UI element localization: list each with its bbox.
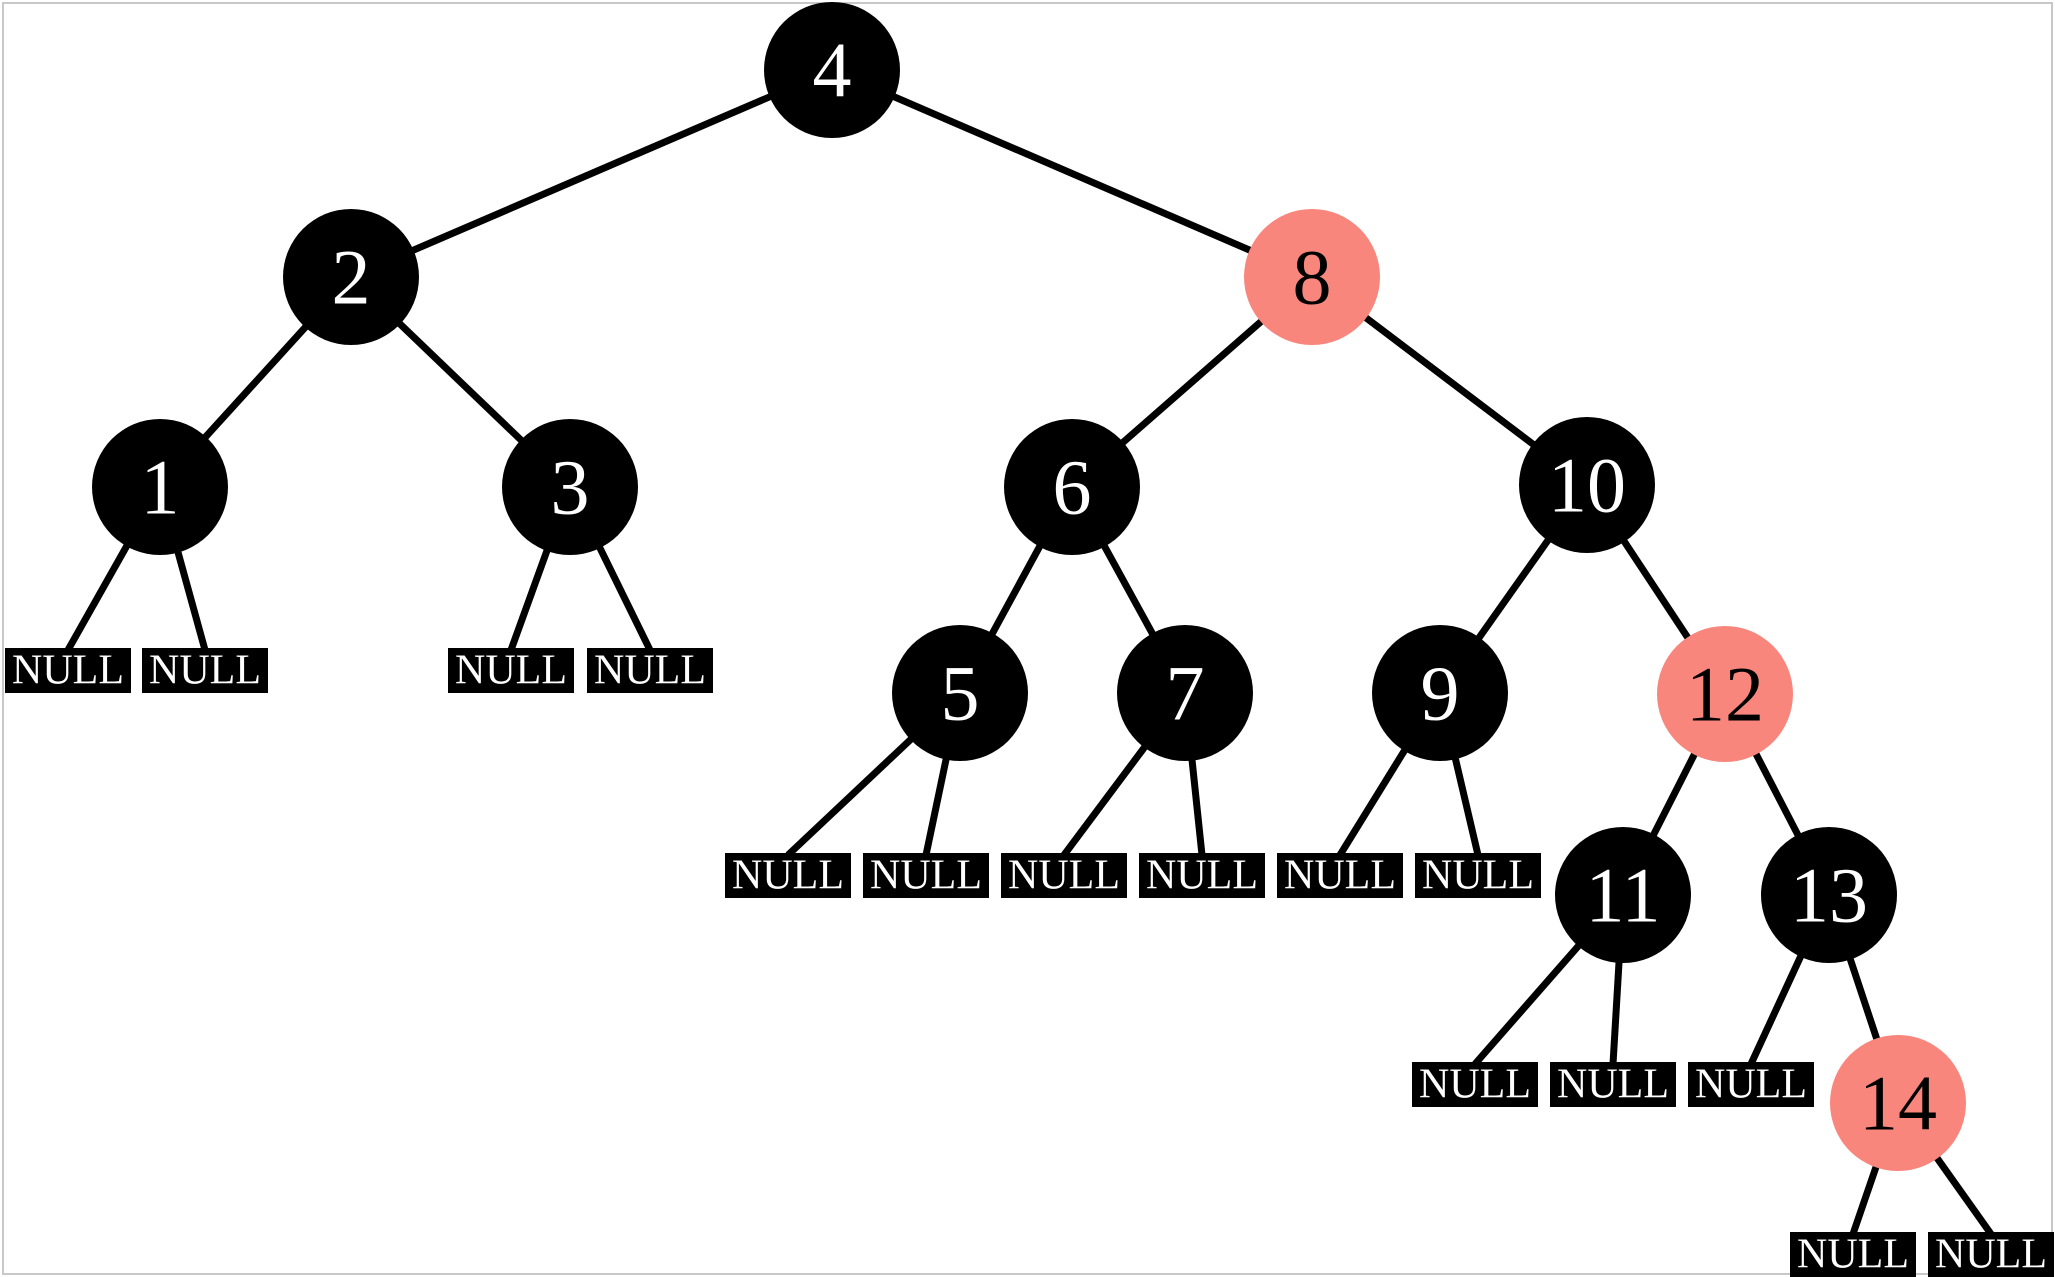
tree-node-14	[1830, 1035, 1966, 1171]
tree-node-13	[1761, 827, 1897, 963]
null-label: NULL	[1146, 853, 1258, 899]
tree-node-2	[283, 209, 419, 345]
null-box	[1001, 853, 1127, 898]
tree-node-1	[92, 419, 228, 555]
null-label: NULL	[455, 648, 567, 694]
node-label-9: 9	[1421, 650, 1460, 737]
null-box	[1412, 1062, 1538, 1107]
null-box	[142, 648, 268, 693]
tree-node-8	[1244, 209, 1380, 345]
null-label: NULL	[1695, 1062, 1807, 1108]
null-box	[863, 853, 989, 898]
edge-4-8	[830, 66, 1314, 281]
null-box	[1277, 853, 1403, 898]
null-box	[1928, 1232, 2054, 1277]
null-label: NULL	[149, 648, 261, 694]
node-label-7: 7	[1166, 650, 1205, 737]
null-box	[5, 648, 131, 693]
tree-node-10	[1519, 417, 1655, 553]
node-label-8: 8	[1293, 234, 1332, 321]
null-box	[1139, 853, 1265, 898]
null-label: NULL	[594, 648, 706, 694]
null-box	[1688, 1062, 1814, 1107]
null-box	[1790, 1232, 1916, 1277]
null-box	[587, 648, 713, 693]
node-label-6: 6	[1053, 444, 1092, 531]
tree-node-4	[764, 2, 900, 138]
node-label-10: 10	[1548, 442, 1626, 529]
node-label-5: 5	[941, 650, 980, 737]
null-box	[1415, 853, 1541, 898]
node-label-12: 12	[1686, 651, 1764, 738]
tree-node-12	[1657, 626, 1793, 762]
null-label: NULL	[1284, 853, 1396, 899]
node-label-14: 14	[1859, 1060, 1937, 1147]
node-label-1: 1	[141, 444, 180, 531]
null-label: NULL	[1422, 853, 1534, 899]
edge-4-2	[349, 66, 834, 281]
null-box	[448, 648, 574, 693]
null-label: NULL	[870, 853, 982, 899]
null-label: NULL	[732, 853, 844, 899]
node-label-11: 11	[1585, 852, 1660, 939]
null-label: NULL	[1419, 1062, 1531, 1108]
tree-node-5	[892, 625, 1028, 761]
null-label: NULL	[1935, 1232, 2047, 1277]
tree-node-9	[1372, 625, 1508, 761]
null-box	[1550, 1062, 1676, 1107]
tree-node-3	[502, 419, 638, 555]
null-label: NULL	[1008, 853, 1120, 899]
tree-node-6	[1004, 419, 1140, 555]
tree-node-11	[1555, 827, 1691, 963]
null-box	[725, 853, 851, 898]
node-label-2: 2	[332, 234, 371, 321]
node-label-13: 13	[1790, 852, 1868, 939]
null-label: NULL	[12, 648, 124, 694]
node-label-4: 4	[813, 27, 852, 114]
null-label: NULL	[1557, 1062, 1669, 1108]
node-label-3: 3	[551, 444, 590, 531]
null-label: NULL	[1797, 1232, 1909, 1277]
tree-node-7	[1117, 625, 1253, 761]
